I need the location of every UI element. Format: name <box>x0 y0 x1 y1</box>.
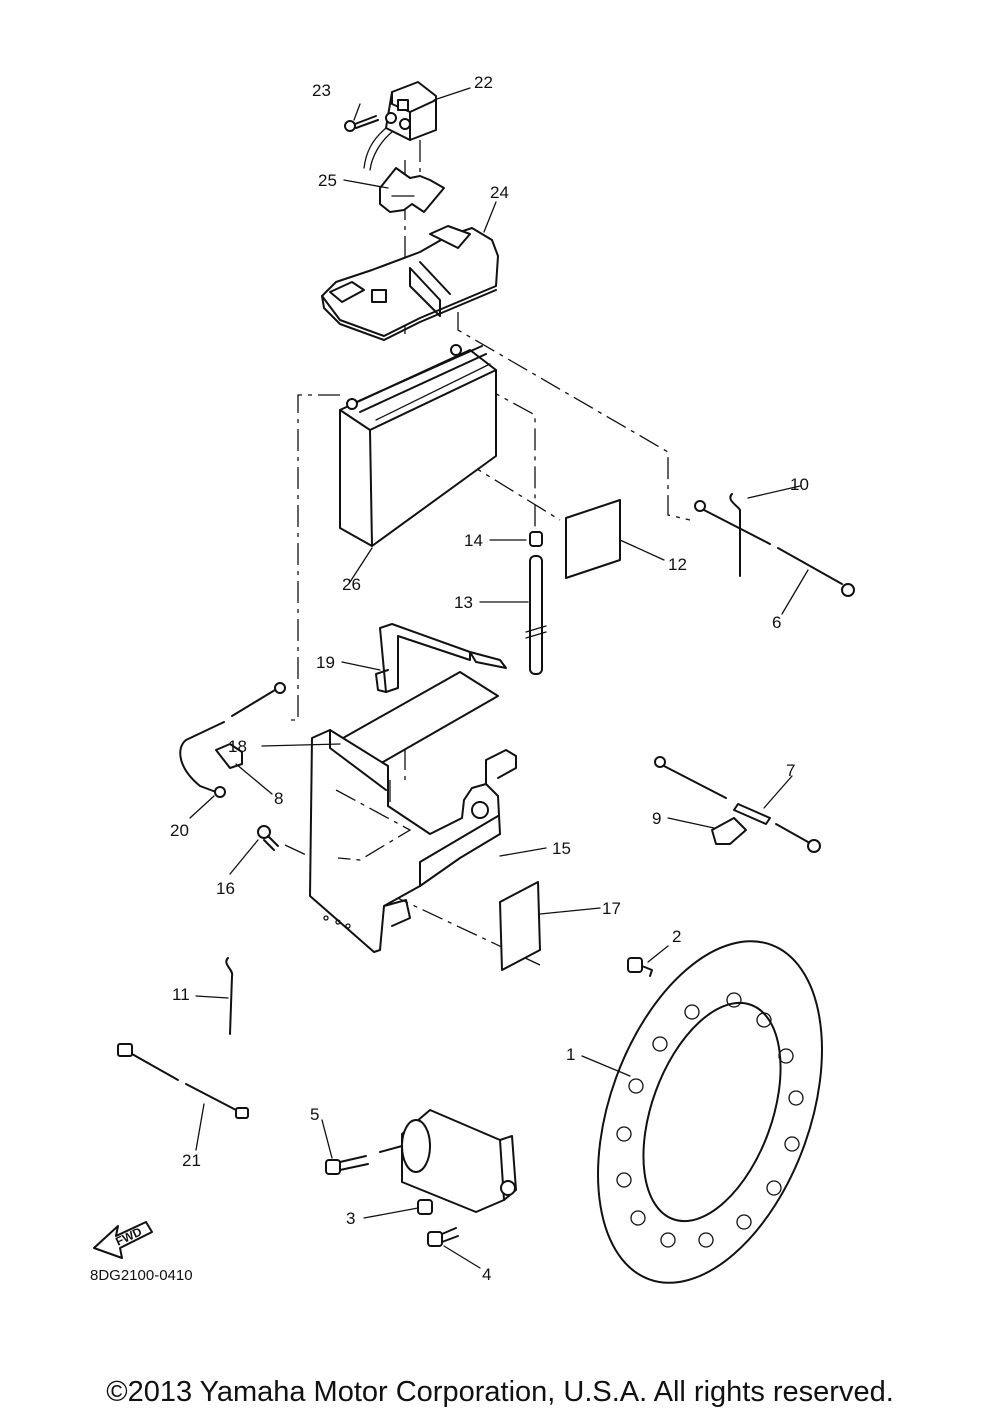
wire-clamp-9[interactable] <box>711 817 747 845</box>
callout-numbers: 1 2 3 4 5 6 7 8 9 10 11 12 13 14 15 16 1… <box>170 73 809 1284</box>
callout-3: 3 <box>346 1209 355 1228</box>
breather-cap[interactable] <box>529 531 543 547</box>
drawing-code: 8DG2100-0410 <box>90 1267 193 1284</box>
minus-lead[interactable] <box>179 682 286 798</box>
callout-14: 14 <box>464 531 483 550</box>
callout-10: 10 <box>790 475 809 494</box>
callout-7: 7 <box>786 761 795 780</box>
callout-4: 4 <box>482 1265 491 1284</box>
bolt-16[interactable] <box>257 825 279 851</box>
battery-pad[interactable] <box>565 499 621 579</box>
callout-16: 16 <box>216 879 235 898</box>
breather-hose[interactable] <box>525 555 547 675</box>
callout-8: 8 <box>274 789 283 808</box>
rubber-pad[interactable] <box>499 881 541 971</box>
cable-tie-11[interactable] <box>225 957 234 1035</box>
bolt-5[interactable] <box>325 1155 369 1175</box>
plus-lead[interactable] <box>694 500 855 597</box>
callout-26: 26 <box>342 575 361 594</box>
nut-3[interactable] <box>417 1199 433 1215</box>
wire-clamp-8[interactable] <box>215 743 243 769</box>
cable-tie-10[interactable] <box>729 493 741 577</box>
relay-bracket[interactable] <box>379 167 445 213</box>
callout-19: 19 <box>316 653 335 672</box>
leader-lines <box>189 87 809 1269</box>
callout-24: 24 <box>490 183 509 202</box>
callout-11: 11 <box>172 985 190 1004</box>
callout-12: 12 <box>668 555 687 574</box>
battery-cover[interactable] <box>321 225 499 341</box>
fwd-arrow-icon: FWD <box>93 1221 153 1259</box>
battery-box[interactable] <box>309 729 517 953</box>
callout-5: 5 <box>310 1105 319 1124</box>
callout-23: 23 <box>312 81 331 100</box>
callout-2: 2 <box>672 927 681 946</box>
bolt-23[interactable] <box>344 115 379 132</box>
starter-ring[interactable] <box>555 911 865 1314</box>
callout-15: 15 <box>552 839 571 858</box>
bolt-4[interactable] <box>427 1227 459 1247</box>
callout-6: 6 <box>772 613 781 632</box>
starter-motor[interactable] <box>379 1109 517 1213</box>
battery-band[interactable] <box>375 623 507 693</box>
callout-22: 22 <box>474 73 493 92</box>
callout-13: 13 <box>454 593 473 612</box>
callout-21: 21 <box>182 1151 201 1170</box>
callout-9: 9 <box>652 809 661 828</box>
starter-relay[interactable] <box>363 81 437 171</box>
wire-lead-7[interactable] <box>654 756 821 853</box>
callout-1: 1 <box>566 1045 575 1064</box>
callout-18: 18 <box>228 737 247 756</box>
battery[interactable] <box>339 344 497 547</box>
wire-lead-21[interactable] <box>117 1043 249 1119</box>
callout-20: 20 <box>170 821 189 840</box>
callout-17: 17 <box>602 899 621 918</box>
copyright-notice: ©2013 Yamaha Motor Corporation, U.S.A. A… <box>106 1376 894 1408</box>
callout-25: 25 <box>318 171 337 190</box>
bolt-2[interactable] <box>627 957 653 977</box>
